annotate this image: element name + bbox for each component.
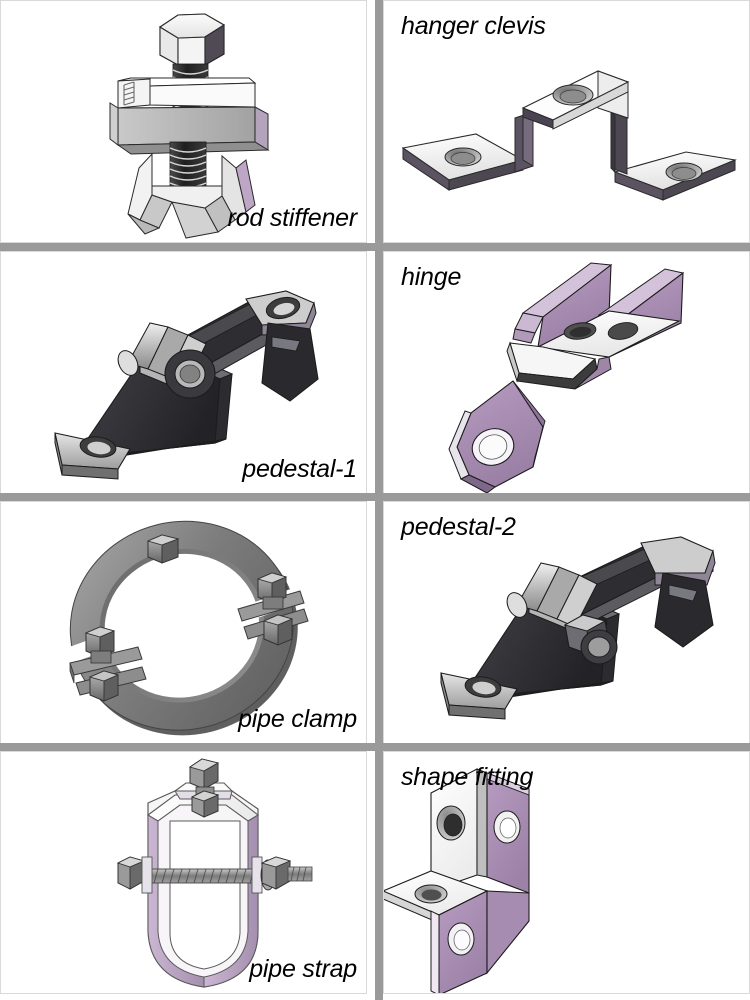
base-tab (440, 672, 518, 720)
rod-stiffener-illustration (109, 13, 270, 239)
shape-fitting-illustration (383, 768, 530, 994)
eye-plate (245, 290, 317, 336)
caption-pipe-clamp: pipe clamp (238, 705, 357, 733)
cross-rod (116, 856, 313, 894)
right-riser (610, 110, 628, 175)
spring-wings (127, 152, 256, 239)
lower-right-face (486, 890, 530, 975)
upper-right-face (486, 772, 530, 894)
left-riser (514, 107, 534, 173)
left-foot (401, 133, 525, 191)
catalog-cell-pedestal-2[interactable]: pedestal-2 (383, 501, 750, 744)
catalog-cell-rod-stiffener[interactable]: rod stiffener (0, 0, 367, 243)
top-web (536, 310, 681, 358)
right-foot (613, 151, 737, 201)
pedestal-1-illustration (54, 290, 319, 480)
left-bolt-assembly (69, 626, 147, 702)
catalog-cell-pedestal-1[interactable]: pedestal-1 (0, 251, 367, 494)
top-nut (146, 534, 180, 564)
caption-rod-stiffener: rod stiffener (227, 204, 358, 232)
pivot-pin (164, 349, 216, 399)
hex-bolt-lower (563, 614, 618, 665)
right-wing (261, 322, 319, 402)
caption-pedestal-2: pedestal-2 (401, 513, 516, 541)
catalog-cell-pipe-clamp[interactable]: pipe clamp (0, 501, 367, 744)
divider-vertical-1 (375, 0, 383, 1000)
nut-serrations-left (123, 81, 135, 106)
right-bolt-assembly (237, 572, 309, 646)
channel-nut (109, 77, 270, 155)
lower-front-face (430, 890, 488, 994)
top-plate (521, 70, 630, 130)
caption-pedestal-1: pedestal-1 (242, 455, 357, 483)
hanger-clevis-illustration (401, 70, 737, 201)
right-wing (654, 572, 714, 648)
base-tab (54, 432, 131, 480)
lower-leaf (448, 380, 546, 494)
caption-hinge: hinge (401, 263, 462, 291)
lower-threaded-rod (169, 141, 207, 188)
caption-shape-fitting: shape fitting (401, 763, 534, 791)
bolt-head (158, 13, 226, 66)
caption-hanger-clevis: hanger clevis (401, 12, 546, 40)
catalog-cell-shape-fitting[interactable]: shape fitting (383, 751, 750, 994)
top-bolt (188, 758, 220, 818)
catalog-cell-hanger-clevis[interactable]: hanger clevis (383, 0, 750, 243)
knuckle-transition (506, 341, 612, 390)
caption-pipe-strap: pipe strap (249, 955, 357, 983)
rear-flange (512, 262, 613, 348)
pipe-clamp-illustration (56, 520, 309, 736)
hinge-illustration (448, 262, 685, 494)
pedestal-2-illustration (440, 536, 716, 720)
catalog-cell-hinge[interactable]: hinge (383, 251, 750, 494)
hinge-knuckle (506, 562, 598, 628)
catalog-cell-pipe-strap[interactable]: pipe strap (0, 751, 367, 994)
pipe-strap-illustration (116, 758, 313, 988)
